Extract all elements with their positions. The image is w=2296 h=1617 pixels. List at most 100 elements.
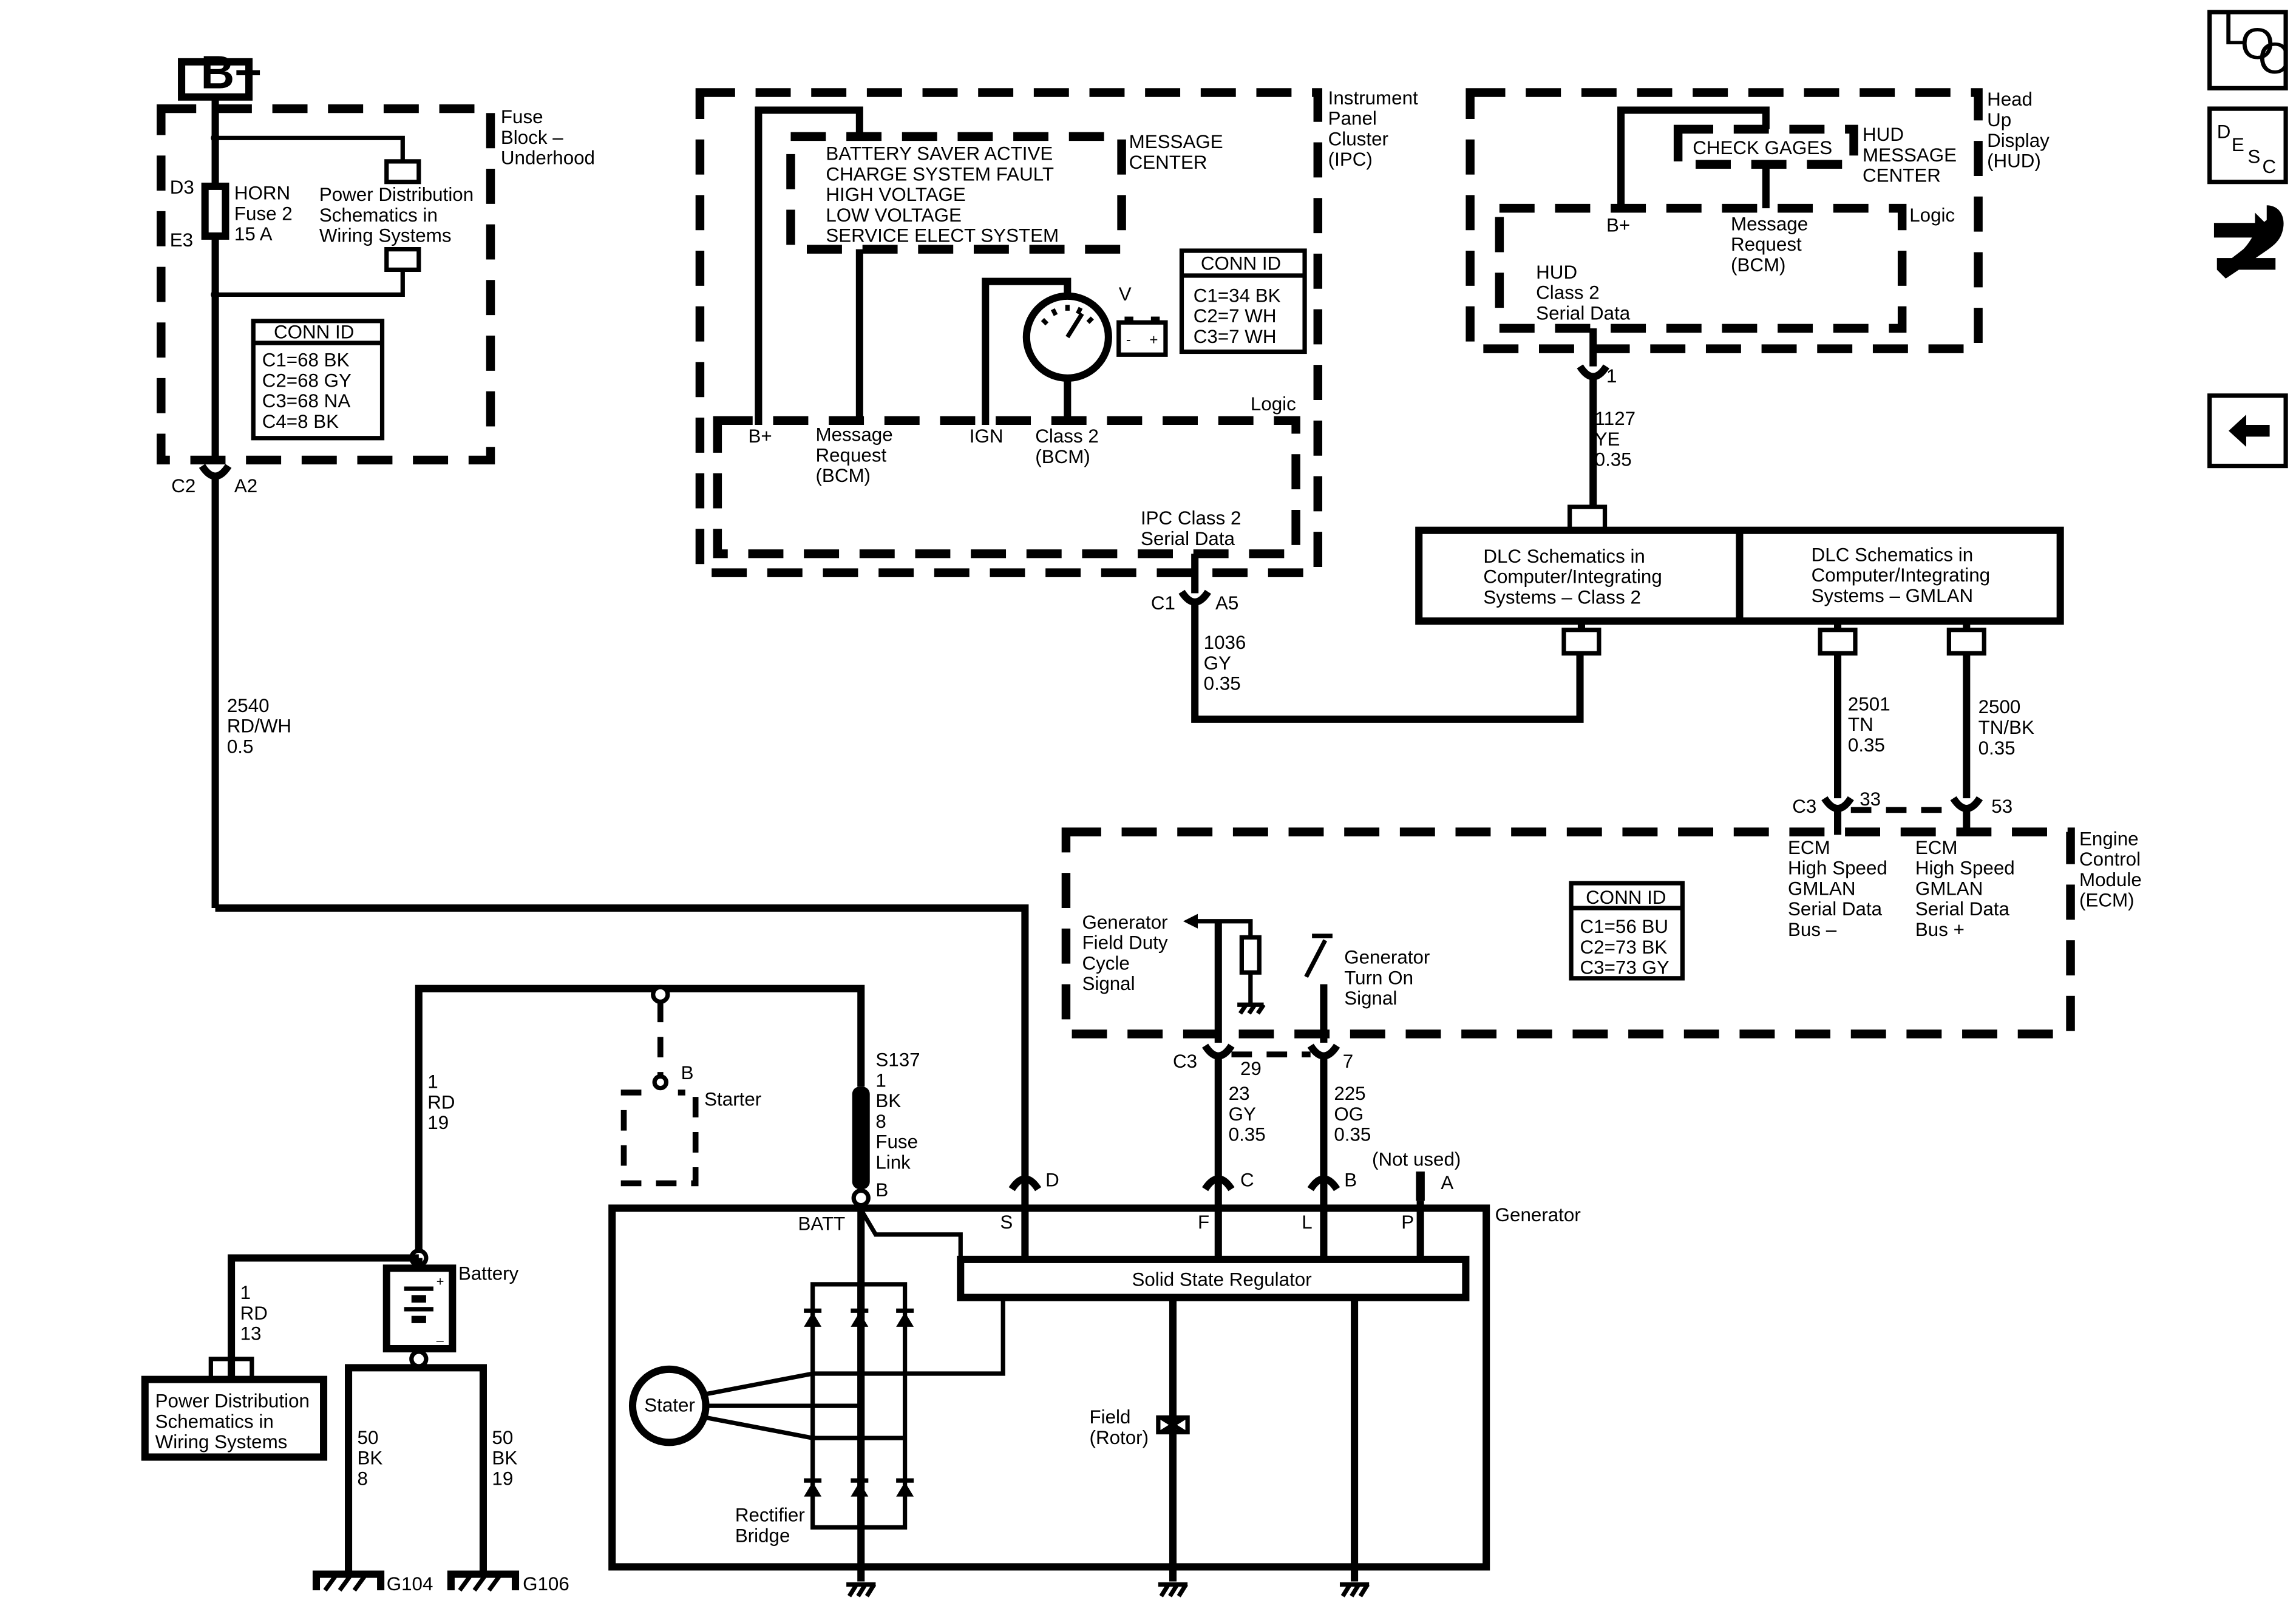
- hud-outline: [1466, 88, 1983, 353]
- svg-text:19: 19: [427, 1112, 449, 1133]
- svg-text:C3=73 GY: C3=73 GY: [1580, 957, 1669, 978]
- svg-text:Systems – Class 2: Systems – Class 2: [1483, 586, 1641, 608]
- fuse-pds-label: Power Distribution Schematics in Wiring …: [319, 184, 474, 246]
- svg-text:225: 225: [1334, 1083, 1365, 1104]
- repair-tools-icon[interactable]: [2213, 205, 2284, 279]
- svg-text:Fuse: Fuse: [875, 1131, 918, 1153]
- conn-c1-label: C1: [1151, 592, 1175, 614]
- gen-not-used-label: (Not used): [1372, 1149, 1461, 1170]
- svg-text:0.35: 0.35: [1229, 1124, 1266, 1145]
- ipc-class2-label: Class 2 (BCM): [1035, 425, 1099, 467]
- svg-text:Serial Data: Serial Data: [1141, 528, 1235, 549]
- bplus-label: B+: [200, 46, 262, 98]
- conn-c2-label: C2: [171, 475, 195, 497]
- hud-title: Head Up Display (HUD): [1987, 89, 2050, 171]
- svg-text:Engine: Engine: [2079, 828, 2139, 849]
- loc-button[interactable]: L O C: [2207, 5, 2290, 90]
- solid-state-regulator: [957, 1255, 1470, 1301]
- loc-l: L: [2223, 5, 2247, 54]
- loc-o: O: [2240, 20, 2274, 69]
- svg-text:CENTER: CENTER: [1863, 165, 1941, 186]
- svg-text:8: 8: [875, 1111, 886, 1132]
- svg-text:0.35: 0.35: [1848, 734, 1885, 756]
- svg-text:Message: Message: [1731, 213, 1808, 234]
- svg-text:C3=68 NA: C3=68 NA: [262, 390, 351, 412]
- hud-bplus-label: B+: [1606, 215, 1630, 236]
- wire-1rd19-label: 1 RD 19: [427, 1071, 455, 1134]
- svg-text:Wiring Systems: Wiring Systems: [319, 225, 452, 246]
- gen-pin-a-label: A: [1441, 1172, 1453, 1193]
- desc-e: E: [2232, 134, 2244, 155]
- back-button[interactable]: [2207, 393, 2288, 469]
- svg-text:HUD: HUD: [1863, 124, 1904, 145]
- gen-pin-b-label: B: [1344, 1169, 1357, 1190]
- fuse-block-outline: [157, 104, 495, 465]
- connector-c3-29: [1201, 1043, 1235, 1060]
- ecm-pin-7-label: 7: [1343, 1051, 1353, 1072]
- connector-c3-53: [1950, 796, 1983, 812]
- svg-text:1: 1: [427, 1071, 438, 1093]
- gen-s-label: S: [1000, 1212, 1013, 1233]
- pin-a2-label: A2: [234, 475, 257, 497]
- svg-text:50: 50: [492, 1427, 513, 1448]
- svg-text:+: +: [436, 1273, 444, 1289]
- svg-text:Bus +: Bus +: [1915, 919, 1965, 940]
- svg-text:MESSAGE: MESSAGE: [1863, 144, 1957, 166]
- svg-text:C2=73 BK: C2=73 BK: [1580, 937, 1668, 958]
- desc-button[interactable]: D E S C: [2207, 106, 2288, 185]
- ecm-pin-33-label: 33: [1860, 788, 1881, 810]
- ecm-resistor: [1239, 935, 1262, 975]
- svg-text:(BCM): (BCM): [1035, 446, 1090, 467]
- wire-2501-label: 2501 TN 0.35: [1848, 693, 1890, 756]
- ipc-msg-request-label: Message Request (BCM): [815, 424, 892, 487]
- ecm-bus-plus-label: ECM High Speed GMLAN Serial Data Bus +: [1915, 837, 2015, 940]
- svg-text:BK: BK: [875, 1090, 901, 1111]
- starter-label: Starter: [704, 1089, 761, 1110]
- fuse-conn-id: CONN ID C1=68 BK C2=68 GY C3=68 NA C4=8 …: [251, 319, 385, 441]
- svg-text:Field Duty: Field Duty: [1082, 932, 1167, 954]
- svg-text:RD: RD: [240, 1303, 268, 1324]
- svg-text:BK: BK: [492, 1448, 517, 1469]
- svg-text:Schematics in: Schematics in: [155, 1411, 274, 1432]
- hud-msg-center-label: HUD MESSAGE CENTER: [1863, 124, 1957, 186]
- wire-23-label: 23 GY 0.35: [1229, 1083, 1266, 1145]
- svg-text:-: -: [1126, 331, 1131, 348]
- svg-text:(Rotor): (Rotor): [1090, 1427, 1149, 1448]
- svg-text:Power Distribution: Power Distribution: [319, 184, 474, 205]
- s137-label: S137 1 BK 8 Fuse Link: [875, 1049, 920, 1173]
- svg-text:Module: Module: [2079, 869, 2142, 890]
- pds-box[interactable]: [141, 1375, 328, 1461]
- svg-text:Serial Data: Serial Data: [1915, 898, 2010, 920]
- gen-batt-label: BATT: [798, 1213, 846, 1235]
- svg-text:1036: 1036: [1204, 632, 1246, 653]
- svg-text:Bridge: Bridge: [735, 1525, 790, 1546]
- svg-text:Message: Message: [815, 424, 892, 446]
- stater-label: Stater: [644, 1395, 695, 1416]
- pds-box-label: Power Distribution Schematics in Wiring …: [155, 1391, 310, 1453]
- svg-text:GMLAN: GMLAN: [1788, 878, 1855, 899]
- ecm-c3-label: C3: [1792, 796, 1816, 817]
- dlc-gmlan-label[interactable]: DLC Schematics in Computer/Integrating S…: [1812, 544, 1990, 606]
- svg-text:Serial Data: Serial Data: [1788, 898, 1883, 920]
- wire-2500-label: 2500 TN/BK 0.35: [1978, 696, 2034, 759]
- wire-1036-label: 1036 GY 0.35: [1204, 632, 1246, 694]
- field-rotor-icon: [1156, 1415, 1190, 1435]
- svg-text:Power Distribution: Power Distribution: [155, 1391, 310, 1412]
- svg-text:CONN ID: CONN ID: [274, 322, 354, 343]
- regulator-label: Solid State Regulator: [1132, 1269, 1311, 1290]
- dlc-class2-label[interactable]: DLC Schematics in Computer/Integrating S…: [1483, 546, 1662, 608]
- ground-g106-icon: [447, 1570, 520, 1592]
- svg-text:Head: Head: [1987, 89, 2033, 110]
- gen-l-label: L: [1302, 1212, 1312, 1233]
- svg-text:HORN: HORN: [234, 183, 290, 204]
- svg-text:Block –: Block –: [501, 127, 563, 148]
- pin-e3: E3: [170, 229, 193, 251]
- svg-text:Request: Request: [1731, 234, 1802, 255]
- connector-hud-1: [1577, 364, 1610, 381]
- svg-text:TN: TN: [1848, 714, 1873, 735]
- gen-batt-b-label: B: [875, 1179, 888, 1201]
- svg-text:(HUD): (HUD): [1987, 151, 2041, 172]
- svg-text:0.5: 0.5: [227, 736, 254, 757]
- ground-g104-icon: [312, 1570, 385, 1592]
- svg-text:C1=56 BU: C1=56 BU: [1580, 916, 1668, 937]
